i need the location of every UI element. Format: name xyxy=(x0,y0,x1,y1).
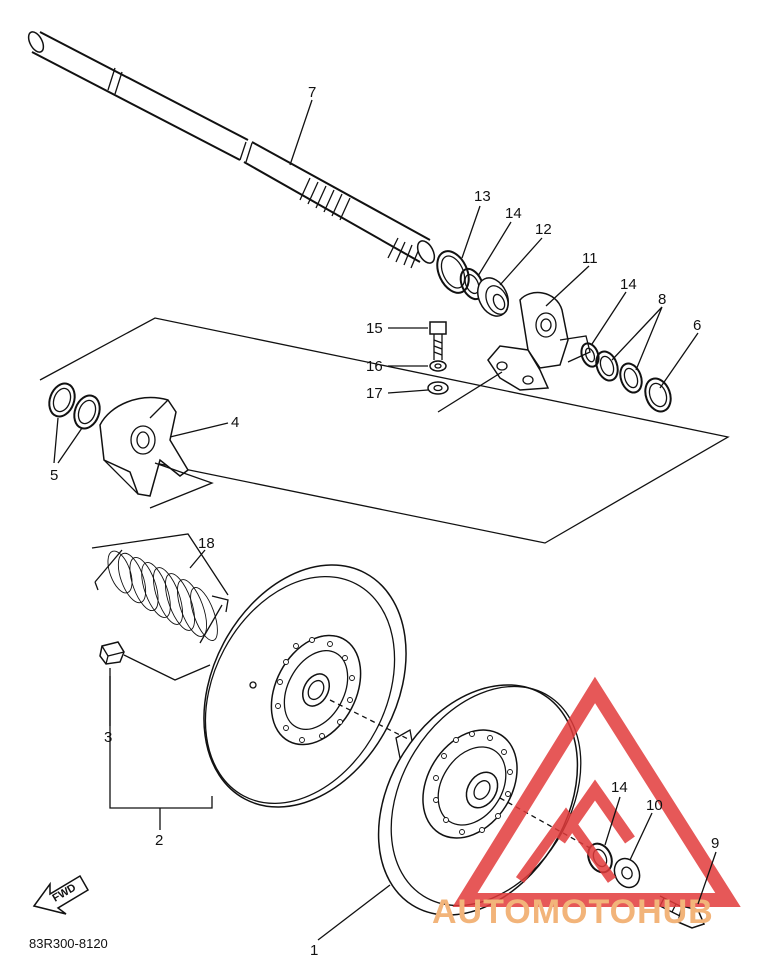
part-label-8: 8 xyxy=(658,291,666,308)
part-label-2: 2 xyxy=(155,832,163,849)
part-label-15: 14 xyxy=(620,276,637,293)
part-label-10: 10 xyxy=(646,797,663,814)
part-number-labels: 7 13 14 12 11 14 8 6 15 16 17 4 5 18 3 2… xyxy=(50,84,719,959)
spring-part-19 xyxy=(94,549,229,644)
part-label-3: 3 xyxy=(104,729,112,746)
ring-part-5b xyxy=(73,394,101,430)
washer-part-17 xyxy=(429,360,447,372)
part-label-16: 15 xyxy=(366,320,383,337)
part-label-9: 9 xyxy=(711,835,719,852)
drawing-code: 83R300-8120 xyxy=(29,936,108,951)
washer-part-18 xyxy=(427,381,449,395)
sliding-sheave-part-1 xyxy=(377,684,582,916)
bearing-part-12 xyxy=(477,277,509,317)
assembly-line-slider xyxy=(123,654,211,681)
part-label-5: 5 xyxy=(50,467,58,484)
axis-line-lower xyxy=(499,797,591,849)
part-label-1: 1 xyxy=(310,942,318,959)
part-label-19: 18 xyxy=(198,535,215,552)
ring-part-8b xyxy=(619,362,643,394)
assembly-line-holder xyxy=(149,462,214,509)
part-label-7: 7 xyxy=(308,84,316,101)
slider-part-3 xyxy=(99,641,125,665)
axis-line xyxy=(329,699,411,741)
part-label-18: 17 xyxy=(366,385,383,402)
watermark-text: AUTOMOTOHUB xyxy=(432,893,714,931)
collar-part-10 xyxy=(613,857,641,889)
assembly-line-spring xyxy=(91,533,229,596)
part-label-14-lower: 14 xyxy=(611,779,628,796)
shaft-part-7 xyxy=(27,31,436,269)
ring-part-8a xyxy=(595,350,619,382)
forward-direction-arrow: FWD xyxy=(32,874,90,915)
cam-holder-part-4 xyxy=(99,396,189,497)
part-label-13: 13 xyxy=(474,188,491,205)
part-label-11: 11 xyxy=(582,250,598,267)
assembly-line-bracket xyxy=(437,371,503,413)
bracket-part-11 xyxy=(487,291,591,391)
circlip-part-6 xyxy=(644,377,672,413)
leader-lines xyxy=(53,99,717,941)
part-label-6: 6 xyxy=(693,317,701,334)
watermark-logo xyxy=(452,676,741,907)
circlip-part-13 xyxy=(436,250,470,294)
part-label-12: 12 xyxy=(535,221,552,238)
ring-part-5a xyxy=(48,382,76,418)
assembly-line-2 xyxy=(109,676,213,830)
assembly-frame-outline xyxy=(39,317,730,544)
part-label-17: 16 xyxy=(366,358,383,375)
washer-part-15 xyxy=(580,342,600,368)
part-label-4: 4 xyxy=(231,414,239,431)
part-label-14-upper: 14 xyxy=(505,205,522,222)
fixed-sheave-part-2 xyxy=(203,564,407,808)
bolt-part-16 xyxy=(429,321,447,360)
